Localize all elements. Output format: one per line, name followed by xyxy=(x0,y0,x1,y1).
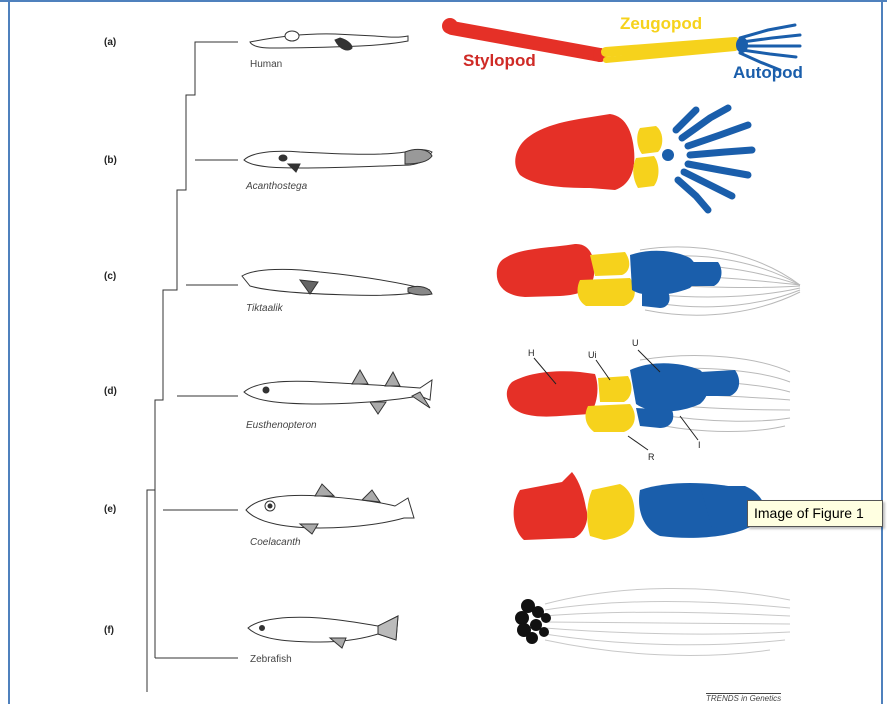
taxon-name-zebrafish: Zebrafish xyxy=(250,654,292,665)
zeugopod-label: Zeugopod xyxy=(620,14,702,33)
taxon-name-eusthenopteron: Eusthenopteron xyxy=(246,420,317,431)
taxon-letter-e: (e) xyxy=(104,504,116,515)
image-tooltip: Image of Figure 1 xyxy=(747,500,883,527)
taxon-letter-c: (c) xyxy=(104,271,116,282)
human-swimmer-drawing xyxy=(250,31,408,50)
taxon-name-human: Human xyxy=(250,59,282,70)
eusthenopteron-drawing xyxy=(244,370,432,414)
eusthenopteron-fin xyxy=(507,356,790,432)
bone-label-i: I xyxy=(698,440,701,450)
acanthostega-drawing xyxy=(244,149,432,172)
bone-label-ui: Ui xyxy=(588,350,597,360)
acanthostega-limb xyxy=(515,108,752,210)
stylopod-label: Stylopod xyxy=(463,51,536,70)
taxon-name-tiktaalik: Tiktaalik xyxy=(246,303,284,314)
tiktaalik-drawing xyxy=(242,269,432,295)
phylogenetic-tree xyxy=(147,42,238,692)
coelacanth-drawing xyxy=(246,484,414,534)
bone-label-h: H xyxy=(528,348,535,358)
figure-footer: TRENDS in Genetics xyxy=(706,693,781,704)
bone-label-r: R xyxy=(648,452,655,462)
zebrafish-fin xyxy=(515,588,790,655)
taxon-name-coelacanth: Coelacanth xyxy=(250,537,301,548)
taxon-letter-a: (a) xyxy=(104,37,116,48)
autopod-label: Autopod xyxy=(733,63,803,82)
taxon-name-acanthostega: Acanthostega xyxy=(245,181,308,192)
bone-label-u: U xyxy=(632,338,639,348)
tiktaalik-fin xyxy=(497,244,800,315)
taxon-letter-b: (b) xyxy=(104,155,117,166)
coelacanth-fin xyxy=(514,472,766,540)
taxon-letter-d: (d) xyxy=(104,386,117,397)
taxon-letter-f: (f) xyxy=(104,625,114,636)
zebrafish-drawing xyxy=(248,616,398,648)
